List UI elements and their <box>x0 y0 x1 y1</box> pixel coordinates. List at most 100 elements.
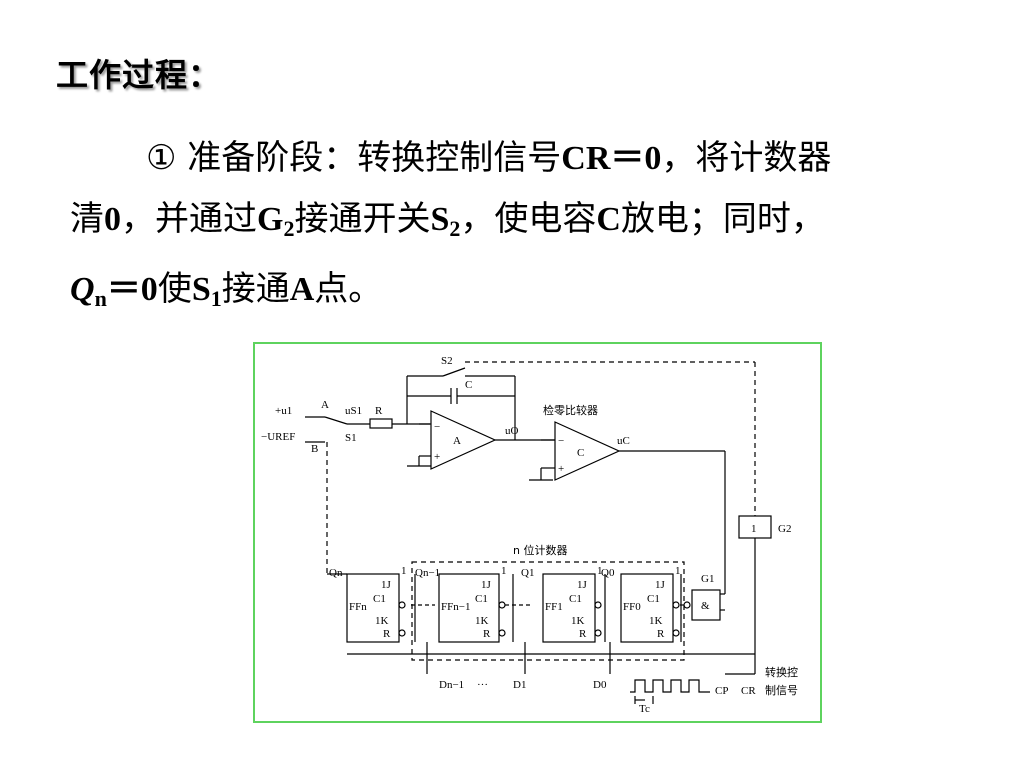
label-opamp-a: A <box>453 435 461 447</box>
flipflop-ffn <box>346 573 400 643</box>
comparator-opamp <box>554 421 621 481</box>
label-ff0: FF0 <box>623 601 641 613</box>
reset-bubble <box>398 629 406 637</box>
label-ff1: FF1 <box>545 601 563 613</box>
label-q0: Q0 <box>601 567 615 579</box>
label-c1: C1 <box>647 593 660 605</box>
circuit-diagram: S2 C +u1 A uS1 R −UREF B S1 − + A uO 检零比… <box>261 355 798 715</box>
flipflop-ff0 <box>620 573 674 643</box>
capacitor-c: C <box>596 201 621 238</box>
clock-bubble <box>672 601 680 609</box>
label-s2: S2 <box>441 355 453 367</box>
label-1k: 1K <box>475 615 489 627</box>
opamp-plus: + <box>434 451 440 463</box>
label-one: 1 <box>401 565 407 577</box>
label-1j: 1J <box>655 579 666 591</box>
clock-bubble <box>498 601 506 609</box>
g1-output-bubble <box>683 601 691 609</box>
resistor-r <box>369 418 393 429</box>
description-paragraph: ① 准备阶段：转换控制信号CR＝0，将计数器清0，并通过G2接通开关S2，使电容… <box>70 128 980 329</box>
label-r-pin: R <box>579 628 587 640</box>
label-1j: 1J <box>381 579 392 591</box>
label-1k: 1K <box>571 615 585 627</box>
clock-bubble <box>398 601 406 609</box>
output-qn-sub: n <box>94 286 107 311</box>
cr-signal: CR＝0 <box>561 140 662 177</box>
label-qn-1: Qn−1 <box>415 567 440 579</box>
gate-g2: G <box>257 201 284 238</box>
comparator-minus: − <box>558 435 564 447</box>
label-one: 1 <box>597 565 603 577</box>
label-1k: 1K <box>375 615 389 627</box>
text-segment: 接通 <box>221 269 290 309</box>
qn-equals-zero: ＝0 <box>106 271 158 308</box>
text-segment: 使 <box>157 269 192 309</box>
gate-g1-box <box>691 589 721 621</box>
label-us1: uS1 <box>345 405 362 417</box>
label-one: 1 <box>501 565 507 577</box>
label-uo: uO <box>505 425 519 437</box>
comparator-plus: + <box>558 463 564 475</box>
label-b-point: B <box>311 443 318 455</box>
text-segment: 放电；同时， <box>620 199 825 239</box>
label-cr: CR <box>741 685 756 697</box>
label-control-signal-1: 转换控 <box>765 665 798 679</box>
label-s1: S1 <box>345 432 357 444</box>
step-number: ① <box>146 138 177 178</box>
flipflop-ffn-1 <box>438 573 500 643</box>
label-dots: ··· <box>477 679 488 691</box>
label-control-signal-2: 制信号 <box>765 684 798 697</box>
label-cp: CP <box>715 685 728 697</box>
label-g1: G1 <box>701 573 714 585</box>
label-qn: Qn <box>329 567 343 579</box>
label-1j: 1J <box>577 579 588 591</box>
label-and: & <box>701 600 710 612</box>
label-counter: n 位计数器 <box>513 543 567 557</box>
text-segment: 准备阶段：转换控制信号 <box>176 138 562 178</box>
opamp-minus: − <box>434 421 440 433</box>
label-ffn: FFn <box>349 601 367 613</box>
switch-s1-arm <box>324 416 348 425</box>
label-c1: C1 <box>569 593 582 605</box>
label-uc: uC <box>617 435 630 447</box>
label-q1: Q1 <box>521 567 534 579</box>
output-qn: Q <box>70 271 95 308</box>
label-r-pin: R <box>483 628 491 640</box>
switch-s1: S <box>191 271 211 308</box>
label-a-point: A <box>321 399 329 411</box>
label-comparator-c: C <box>577 447 584 459</box>
label-ffn-1: FFn−1 <box>441 601 470 613</box>
label-dn-1: Dn−1 <box>439 679 464 691</box>
point-a: A <box>289 271 315 308</box>
label-u1: +u1 <box>275 405 292 417</box>
clock-waveform <box>630 679 710 693</box>
label-g2-gate: 1 <box>751 523 757 535</box>
label-d1: D1 <box>513 679 526 691</box>
circuit-diagram-frame: S2 C +u1 A uS1 R −UREF B S1 − + A uO 检零比… <box>253 342 822 723</box>
label-g2: G2 <box>778 523 791 535</box>
label-d0: D0 <box>593 679 607 691</box>
clock-bubble <box>594 601 602 609</box>
switch-s2: S <box>430 201 450 238</box>
switch-s1-sub: 1 <box>210 286 222 311</box>
text-segment: 清 <box>70 199 104 239</box>
reset-bubble <box>594 629 602 637</box>
label-1j: 1J <box>481 579 492 591</box>
text-segment: ，将计数器 <box>661 138 832 178</box>
label-tc: Tc <box>639 703 650 715</box>
gate-g2-sub: 2 <box>283 216 295 241</box>
reset-bubble <box>672 629 680 637</box>
flipflop-ff1 <box>542 573 596 643</box>
label-uref: −UREF <box>261 431 295 443</box>
label-c1: C1 <box>475 593 488 605</box>
integrator-opamp <box>430 410 497 470</box>
label-c: C <box>465 379 472 391</box>
label-comparator: 检零比较器 <box>543 403 598 417</box>
switch-s2-sub: 2 <box>449 216 461 241</box>
label-1k: 1K <box>649 615 663 627</box>
text-segment: 接通开关 <box>294 199 431 239</box>
label-r-pin: R <box>383 628 391 640</box>
label-one: 1 <box>675 565 681 577</box>
label-r-pin: R <box>657 628 665 640</box>
zero-value: 0 <box>104 201 121 238</box>
